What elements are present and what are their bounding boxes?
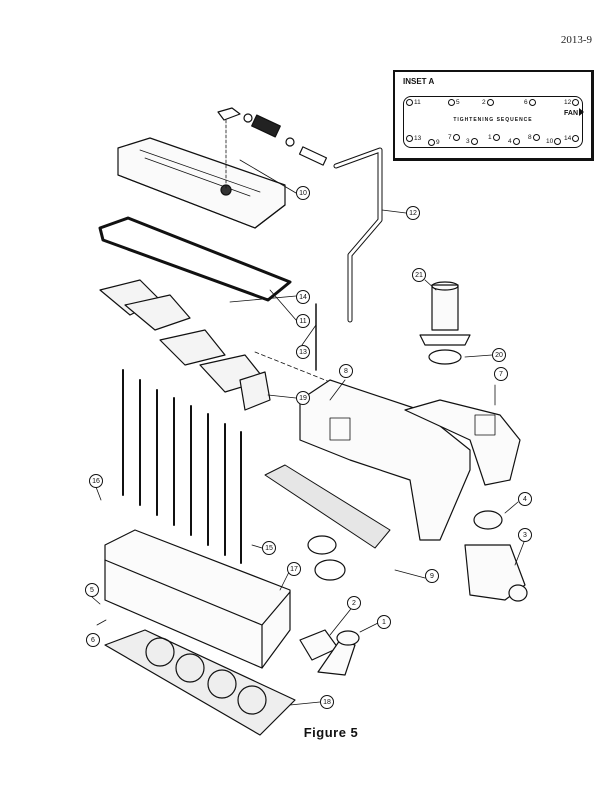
bolt-position: 4: [508, 138, 520, 145]
bolt-position: 12: [564, 99, 580, 106]
inset-a-tightening-sequence: INSET A 11 5 2 6 12 TIGHTENING SEQUENCE …: [393, 70, 594, 161]
rocker-arm-assembly: [99, 279, 271, 411]
manifold: [299, 379, 521, 541]
callout-19: 19: [296, 391, 310, 405]
callout-16: 16: [89, 474, 103, 488]
callout-20: 20: [492, 348, 506, 362]
bolt-position: 5: [448, 99, 460, 106]
bolt-position: 14: [564, 135, 580, 142]
callout-21: 21: [412, 268, 426, 282]
cylinder-head: [104, 529, 291, 669]
bolt-position: 8: [528, 134, 540, 141]
bolt-position: 13: [406, 135, 421, 142]
bolt-position: 11: [406, 99, 421, 106]
bolt-position: 6: [524, 99, 536, 106]
bolt-position: 2: [482, 99, 494, 106]
callout-2: 2: [347, 596, 361, 610]
callout-14: 14: [296, 290, 310, 304]
bolt-position: 10: [546, 138, 562, 145]
head-gasket: [104, 629, 296, 736]
callout-3: 3: [518, 528, 532, 542]
callout-1: 1: [377, 615, 391, 629]
manifold-gasket: [264, 464, 391, 549]
rocker-cover-gasket: [98, 216, 292, 302]
callout-5: 5: [85, 583, 99, 597]
callout-4: 4: [518, 492, 532, 506]
cover-plate: [314, 559, 346, 581]
breather-parts: [217, 107, 383, 323]
page-number: 2013-9: [560, 34, 592, 46]
callout-15: 15: [262, 541, 276, 555]
callout-18: 18: [320, 695, 334, 709]
push-rods: [122, 369, 242, 564]
bolt-position: 9: [428, 139, 440, 146]
callout-10: 10: [296, 186, 310, 200]
inset-title: INSET A: [403, 77, 435, 86]
rocker-cover: [117, 137, 286, 229]
callout-6: 6: [86, 633, 100, 647]
bolt-position: 7: [448, 134, 460, 141]
callout-17: 17: [287, 562, 301, 576]
tightening-sequence-label: TIGHTENING SEQUENCE: [453, 117, 533, 123]
callout-12: 12: [406, 206, 420, 220]
leader-lines: [91, 159, 525, 706]
riser-pipe: [419, 281, 471, 365]
fan-direction-label: FAN: [564, 108, 584, 117]
inset-head-outline: 11 5 2 6 12 TIGHTENING SEQUENCE FAN 13 9…: [403, 96, 583, 148]
bolt-position: 3: [466, 138, 478, 145]
callout-11: 11: [296, 314, 310, 328]
carburetor: [464, 510, 528, 602]
callout-9: 9: [425, 569, 439, 583]
bolt-position: 1: [488, 134, 500, 141]
thermostat-housing: [299, 629, 360, 676]
figure-caption: Figure 5: [303, 725, 359, 740]
gasket-small: [307, 535, 337, 555]
callout-13: 13: [296, 345, 310, 359]
callout-8: 8: [339, 364, 353, 378]
callout-7: 7: [494, 367, 508, 381]
